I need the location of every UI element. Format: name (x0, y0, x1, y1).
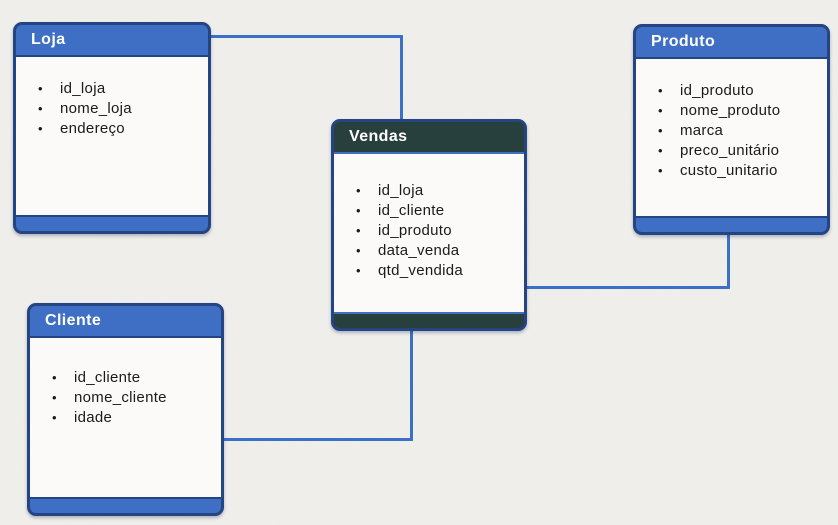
field-row: • nome_produto (658, 101, 821, 121)
entity-loja-field-list: • id_loja • nome_loja • endereço (16, 57, 208, 139)
bullet-icon: • (658, 103, 663, 118)
field-label: id_loja (60, 80, 106, 97)
field-label: idade (74, 409, 113, 426)
field-row: • id_cliente (52, 368, 215, 388)
field-label: nome_loja (60, 100, 132, 117)
field-row: • data_venda (356, 241, 518, 261)
field-row: • id_cliente (356, 201, 518, 221)
bullet-icon: • (658, 83, 663, 98)
bullet-icon: • (658, 123, 663, 138)
entity-produto-header: Produto (636, 27, 827, 57)
connector-vendas-cliente-horizontal (213, 438, 413, 441)
entity-cliente-header: Cliente (30, 306, 221, 336)
entity-cliente-field-list: • id_cliente • nome_cliente • idade (30, 338, 221, 428)
field-label: id_cliente (378, 202, 445, 219)
entity-produto-footer (636, 218, 827, 232)
entity-loja: Loja • id_loja • nome_loja • endereço (13, 22, 211, 234)
field-label: endereço (60, 120, 125, 137)
entity-vendas-body: • id_loja • id_cliente • id_produto • da… (334, 152, 524, 314)
bullet-icon: • (658, 163, 663, 178)
bullet-icon: • (38, 101, 43, 116)
field-label: nome_cliente (74, 389, 167, 406)
connector-vendas-cliente-vertical (410, 320, 413, 441)
entity-produto-body: • id_produto • nome_produto • marca • pr… (636, 57, 827, 218)
entity-loja-body: • id_loja • nome_loja • endereço (16, 55, 208, 217)
entity-loja-footer (16, 217, 208, 231)
field-label: id_produto (680, 82, 754, 99)
entity-cliente-body: • id_cliente • nome_cliente • idade (30, 336, 221, 499)
entity-cliente-title: Cliente (45, 312, 102, 329)
field-row: • idade (52, 408, 215, 428)
field-row: • id_produto (658, 81, 821, 101)
field-label: nome_produto (680, 102, 781, 119)
field-label: marca (680, 122, 724, 139)
entity-vendas-header: Vendas (334, 122, 524, 152)
field-label: qtd_vendida (378, 262, 464, 279)
entity-vendas-title: Vendas (349, 128, 408, 145)
bullet-icon: • (356, 263, 361, 278)
field-row: • preco_unitário (658, 141, 821, 161)
bullet-icon: • (38, 81, 43, 96)
field-row: • qtd_vendida (356, 261, 518, 281)
entity-produto-title: Produto (651, 33, 716, 50)
entity-cliente: Cliente • id_cliente • nome_cliente • id… (27, 303, 224, 516)
entity-loja-header: Loja (16, 25, 208, 55)
entity-produto: Produto • id_produto • nome_produto • ma… (633, 24, 830, 235)
field-row: • id_loja (38, 79, 202, 99)
connector-loja-vendas-vertical (400, 35, 403, 125)
bullet-icon: • (52, 410, 57, 425)
field-row: • endereço (38, 119, 202, 139)
field-label: data_venda (378, 242, 460, 259)
field-row: • nome_cliente (52, 388, 215, 408)
bullet-icon: • (356, 183, 361, 198)
bullet-icon: • (356, 203, 361, 218)
field-label: id_loja (378, 182, 424, 199)
field-row: • id_produto (356, 221, 518, 241)
bullet-icon: • (52, 390, 57, 405)
entity-cliente-footer (30, 499, 221, 513)
bullet-icon: • (38, 121, 43, 136)
bullet-icon: • (52, 370, 57, 385)
field-row: • custo_unitario (658, 161, 821, 181)
entity-produto-field-list: • id_produto • nome_produto • marca • pr… (636, 59, 827, 181)
entity-vendas: Vendas • id_loja • id_cliente • id_produ… (331, 119, 527, 331)
bullet-icon: • (356, 243, 361, 258)
entity-loja-title: Loja (31, 31, 66, 48)
field-row: • nome_loja (38, 99, 202, 119)
entity-vendas-field-list: • id_loja • id_cliente • id_produto • da… (334, 154, 524, 281)
bullet-icon: • (658, 143, 663, 158)
bullet-icon: • (356, 223, 361, 238)
entity-vendas-footer (334, 314, 524, 328)
field-label: id_produto (378, 222, 452, 239)
field-row: • id_loja (356, 181, 518, 201)
connector-loja-vendas-horizontal (200, 35, 403, 38)
field-label: custo_unitario (680, 162, 778, 179)
field-label: id_cliente (74, 369, 141, 386)
field-label: preco_unitário (680, 142, 780, 159)
connector-produto-vendas-horizontal (517, 286, 730, 289)
field-row: • marca (658, 121, 821, 141)
